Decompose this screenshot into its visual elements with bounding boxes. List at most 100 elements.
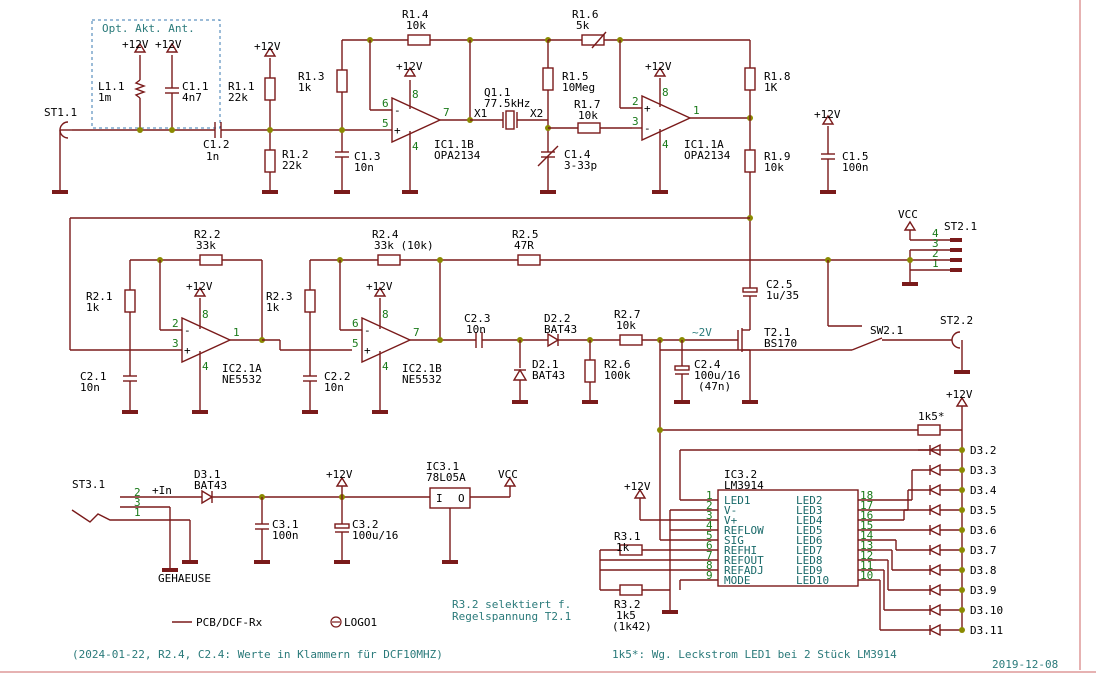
r27-label: R2.7: [614, 308, 641, 321]
r22-value: 33k: [196, 239, 216, 252]
c31-value: 100n: [272, 529, 299, 542]
svg-text:6: 6: [382, 97, 389, 110]
d31-value: BAT43: [194, 479, 227, 492]
ic32-pin-right-number: 12: [860, 549, 873, 562]
st21-pin-1: 1: [932, 257, 939, 270]
c32-value: 100u/16: [352, 529, 398, 542]
svg-text:1: 1: [233, 326, 240, 339]
svg-text:-: -: [644, 122, 651, 135]
q11-x1: X1: [474, 107, 487, 120]
c23-value: 10n: [466, 323, 486, 336]
r14-label: R1.4: [402, 8, 429, 21]
ic11b-label: IC1.1B: [434, 138, 474, 151]
st11-label: ST1.1: [44, 106, 77, 119]
ic32-pin-left-number: 1: [706, 489, 713, 502]
svg-text:2: 2: [632, 95, 639, 108]
d22-value: BAT43: [544, 323, 577, 336]
ic32-pin-left-number: 2: [706, 499, 713, 512]
r32-value-alt: (1k42): [612, 620, 652, 633]
st31-pin-2: 2: [134, 486, 141, 499]
r15-value: 10Meg: [562, 81, 595, 94]
r26-label: R2.6: [604, 358, 631, 371]
r15-label: R1.5: [562, 70, 589, 83]
st11-connector: [52, 121, 72, 194]
ic32-pin-right-number: 18: [860, 489, 873, 502]
ic31-value: 78L05A: [426, 471, 466, 484]
svg-text:1: 1: [693, 104, 700, 117]
c24-value: 100u/16: [694, 369, 740, 382]
gehaeuse-label: GEHAEUSE: [158, 572, 211, 585]
c15-supply: +12V: [814, 108, 841, 121]
r19-value: 10k: [764, 161, 784, 174]
svg-text:4: 4: [202, 360, 209, 373]
led-supply: +12V: [946, 388, 973, 401]
c12-capacitor: [214, 122, 222, 138]
st31-label: ST3.1: [72, 478, 105, 491]
l11-supply: +12V: [122, 38, 149, 51]
ic21b-opamp: [361, 316, 412, 364]
ic32-pin-right-label: LED7: [796, 544, 823, 557]
c11-label: C1.1: [182, 80, 209, 93]
ic32-pin-left-number: 6: [706, 539, 713, 552]
led-diode: [928, 523, 965, 537]
c25-label: C2.5: [766, 278, 793, 291]
r27-value: 10k: [616, 319, 636, 332]
ic11a-opamp: [641, 94, 692, 142]
svg-text:I: I: [436, 492, 443, 505]
sw21-label: SW2.1: [870, 324, 903, 337]
r25-value: 47R: [514, 239, 534, 252]
r32-label: R3.2: [614, 598, 641, 611]
st31-pin-3: 3: [134, 496, 141, 509]
r11-label: R1.1: [228, 80, 255, 93]
ic32-lm3914: [717, 489, 859, 587]
svg-text:8: 8: [412, 88, 419, 101]
r32-note-2: Regelspannung T2.1: [452, 610, 571, 623]
st21-pin-4: 4: [932, 227, 939, 240]
r24-label: R2.4: [372, 228, 399, 241]
led-diode: [928, 563, 965, 577]
svg-text:+: +: [394, 124, 401, 137]
ic32-pin-left-label: REFOUT: [724, 554, 764, 567]
c24-value-alt: (47n): [698, 380, 731, 393]
ic32-pin-right-number: 11: [860, 559, 873, 572]
ic32-pin-right-number: 17: [860, 499, 873, 512]
r32-value: 1k5: [616, 609, 636, 622]
svg-text:8: 8: [202, 308, 209, 321]
r12-label: R1.2: [282, 148, 309, 161]
c24-label: C2.4: [694, 358, 721, 371]
led-label: D3.6: [970, 524, 997, 537]
led-diode: [928, 583, 965, 597]
r18-value: 1K: [764, 81, 778, 94]
svg-text:-: -: [184, 324, 191, 337]
led-label: D3.4: [970, 484, 997, 497]
led-diode: [928, 503, 965, 517]
r21-value: 1k: [86, 301, 100, 314]
ic32-value: LM3914: [724, 479, 764, 492]
led-label: D3.10: [970, 604, 1003, 617]
ic21a-label: IC2.1A: [222, 362, 262, 375]
svg-text:4: 4: [412, 140, 419, 153]
led-array: D3.2D3.3D3.4D3.5D3.6D3.7D3.8D3.9D3.10D3.…: [876, 443, 1003, 637]
led-diode: [928, 483, 965, 497]
ic32-pin-right-label: LED3: [796, 504, 823, 517]
r12-value: 22k: [282, 159, 302, 172]
svg-text:8: 8: [662, 86, 669, 99]
led-diode: [928, 623, 965, 637]
l11-inductor: [134, 79, 146, 99]
st31-pin-1: 1: [134, 506, 141, 519]
led-label: D3.11: [970, 624, 1003, 637]
t21-label: T2.1: [764, 326, 791, 339]
c11-supply: +12V: [155, 38, 182, 51]
ic32-pin-right-label: LED6: [796, 534, 823, 547]
ic11a-supply: +12V: [645, 60, 672, 73]
ic32-pin-right-label: LED5: [796, 524, 823, 537]
svg-text:2: 2: [172, 317, 179, 330]
d22-label: D2.2: [544, 312, 571, 325]
ic32-pin-left-label: REFLOW: [724, 524, 764, 537]
svg-text:+: +: [644, 102, 651, 115]
st22-label: ST2.2: [940, 314, 973, 327]
r24-value: 33k (10k): [374, 239, 434, 252]
r17-value: 10k: [578, 109, 598, 122]
c21-value: 10n: [80, 381, 100, 394]
